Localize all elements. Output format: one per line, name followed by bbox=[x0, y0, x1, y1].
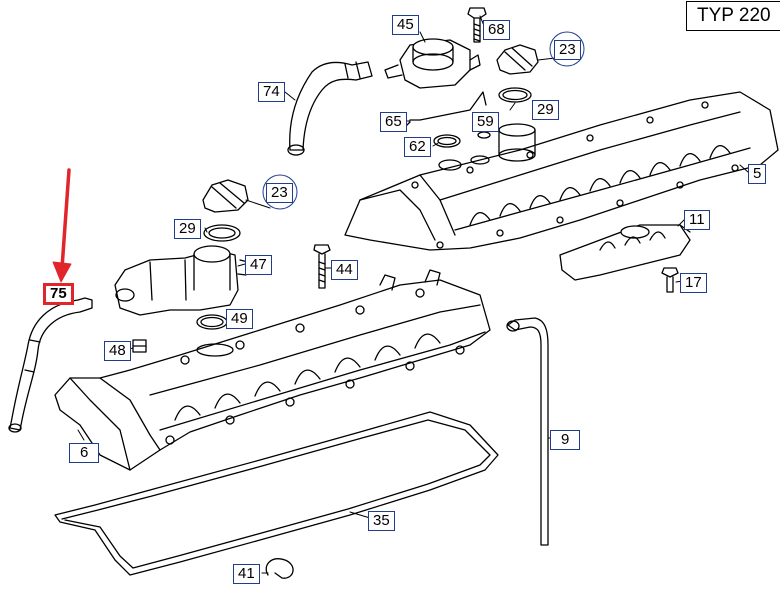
bolt-68 bbox=[467, 7, 487, 43]
callout-62[interactable]: 62 bbox=[404, 137, 431, 157]
callout-29-upper[interactable]: 29 bbox=[532, 100, 559, 120]
cylinder-head-cover-upper bbox=[344, 91, 779, 251]
type-label: TYP 220 bbox=[686, 1, 780, 31]
callout-29-middle[interactable]: 29 bbox=[174, 219, 201, 239]
callout-35[interactable]: 35 bbox=[368, 511, 395, 531]
cylinder-head-cover-lower bbox=[54, 269, 491, 471]
callout-6[interactable]: 6 bbox=[69, 443, 100, 463]
callout-47[interactable]: 47 bbox=[245, 255, 272, 275]
upper-cover-ribs bbox=[469, 145, 731, 226]
callout-circle-23-upper bbox=[549, 31, 585, 67]
filler-cap-upper bbox=[496, 44, 539, 75]
bracket-11 bbox=[559, 224, 691, 281]
callout-45[interactable]: 45 bbox=[392, 15, 419, 35]
breather-hose-74 bbox=[287, 61, 373, 156]
callout-59[interactable]: 59 bbox=[472, 112, 499, 132]
seal-ring-upper bbox=[498, 87, 532, 103]
callout-9[interactable]: 9 bbox=[550, 430, 581, 450]
highlight-arrow bbox=[52, 168, 72, 283]
seal-ring-middle bbox=[203, 224, 241, 242]
callout-74[interactable]: 74 bbox=[258, 82, 285, 102]
callout-circle-23-middle bbox=[262, 174, 298, 210]
lower-cover-ribs bbox=[174, 333, 441, 421]
filler-neck-upper bbox=[438, 123, 536, 171]
filler-cap-middle bbox=[202, 179, 249, 213]
vent-tube-9 bbox=[506, 317, 549, 546]
callout-41[interactable]: 41 bbox=[233, 564, 260, 584]
seal-ring-49 bbox=[196, 314, 228, 330]
clip-41 bbox=[265, 558, 294, 579]
plug-48 bbox=[132, 339, 147, 353]
callout-5[interactable]: 5 bbox=[748, 164, 767, 184]
lower-cover-bolts bbox=[165, 288, 465, 445]
small-rings bbox=[433, 131, 491, 148]
callout-17[interactable]: 17 bbox=[680, 273, 707, 293]
breather-hose-75 bbox=[8, 297, 93, 433]
oil-separator-47 bbox=[114, 245, 249, 316]
bolt-17 bbox=[661, 267, 679, 293]
callout-11[interactable]: 11 bbox=[684, 210, 710, 230]
callout-68[interactable]: 68 bbox=[483, 20, 510, 40]
callout-49[interactable]: 49 bbox=[226, 309, 253, 329]
callout-23-middle[interactable]: 23 bbox=[266, 183, 293, 203]
gasket-35 bbox=[54, 411, 499, 576]
callout-65[interactable]: 65 bbox=[380, 112, 407, 132]
callout-44[interactable]: 44 bbox=[331, 260, 358, 280]
callout-75[interactable]: 75 bbox=[43, 283, 74, 305]
oil-separator-valve bbox=[384, 38, 481, 89]
upper-cover-bolts bbox=[411, 101, 739, 249]
callout-48[interactable]: 48 bbox=[104, 341, 131, 361]
bolt-44 bbox=[313, 244, 331, 289]
callout-23-upper[interactable]: 23 bbox=[554, 40, 581, 60]
